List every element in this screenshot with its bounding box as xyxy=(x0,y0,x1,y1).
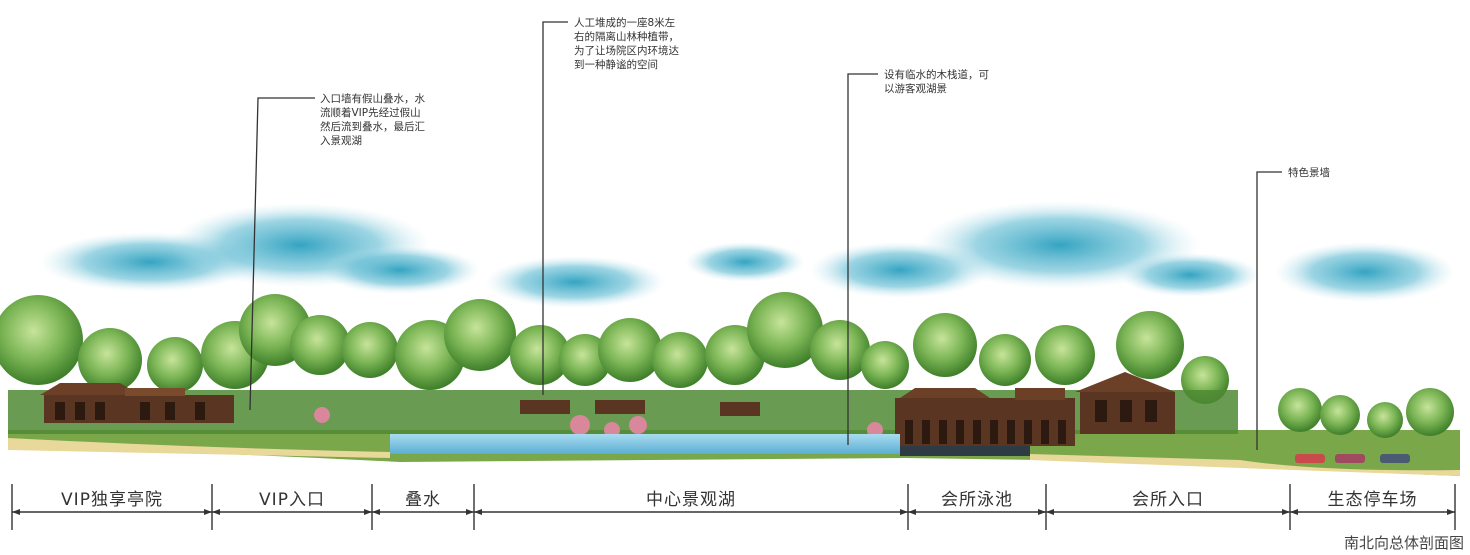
dimension-line xyxy=(11,484,1456,530)
dimension-arrows xyxy=(12,509,1455,515)
zone-club-pool: 会所泳池 xyxy=(941,490,1013,510)
zone-vip-courtyard: VIP独享亭院 xyxy=(61,490,163,510)
zone-vip-entrance: VIP入口 xyxy=(259,490,325,510)
annotation-rockery-water: 入口墙有假山叠水，水 流顺着VIP先经过假山 然后流到叠水，最后汇 入景观湖 xyxy=(320,93,425,147)
zone-central-lake: 中心景观湖 xyxy=(646,490,736,510)
clubhouse-building xyxy=(895,372,1175,446)
parked-cars xyxy=(1295,454,1410,463)
zone-eco-parking: 生态停车场 xyxy=(1327,490,1418,510)
annotation-boardwalk: 设有临水的木栈道，可 以游客观湖景 xyxy=(884,69,989,95)
zone-cascade: 叠水 xyxy=(405,490,441,510)
zone-club-entrance: 会所入口 xyxy=(1132,490,1204,510)
annotation-forest-buffer: 人工堆成的一座8米左 右的隔离山林种植带， 为了让场院区内环境达 到一种静谧的空… xyxy=(574,17,679,71)
figure-caption: 南北向总体剖面图 xyxy=(1343,534,1464,552)
annotation-feature-wall: 特色景墙 xyxy=(1288,167,1330,179)
vip-building xyxy=(40,383,234,423)
leader-lines xyxy=(249,21,1282,450)
lake-water xyxy=(390,434,900,454)
sky-clouds xyxy=(40,201,1455,308)
pavilions xyxy=(520,400,760,416)
